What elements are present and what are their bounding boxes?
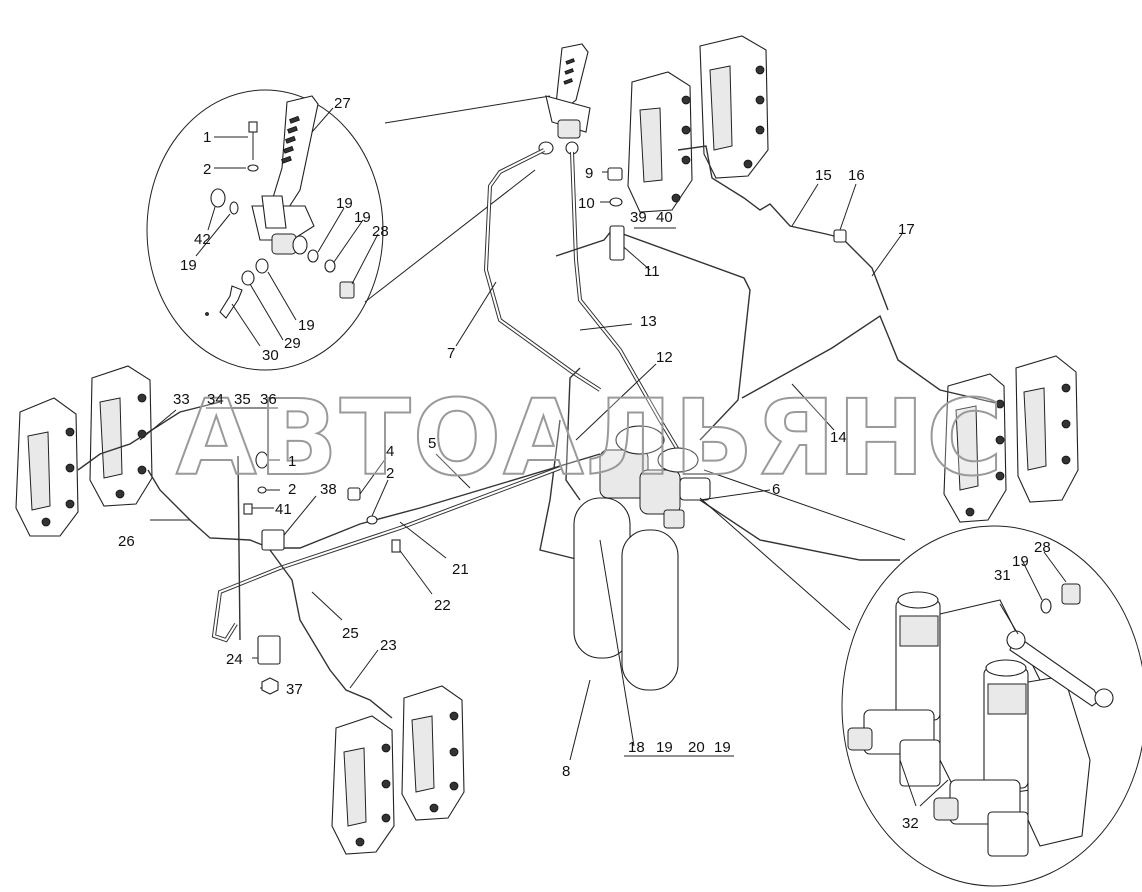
callout-label: 14 xyxy=(830,429,847,446)
callout-label: 31 xyxy=(994,567,1011,584)
caliper-front-right xyxy=(627,35,769,213)
callout-label: 36 xyxy=(260,391,277,408)
callout-label: 9 xyxy=(585,165,593,182)
callout-labels: 1 2 27 42 19 19 19 28 19 29 30 7 9 10 39… xyxy=(118,95,1051,832)
callout-label: 2 xyxy=(288,481,296,498)
callout-label: 34 xyxy=(207,391,224,408)
detail-circle-cylinders xyxy=(699,469,1142,887)
brake-pedal xyxy=(538,43,591,155)
leaders-main xyxy=(139,171,1067,807)
callout-label: 41 xyxy=(275,501,292,518)
callout-label: 19 xyxy=(354,209,371,226)
callout-label: 22 xyxy=(434,597,451,614)
callout-label: 11 xyxy=(644,263,660,280)
callout-label: 37 xyxy=(286,681,303,698)
callout-label: 28 xyxy=(1034,539,1051,556)
callout-label: 25 xyxy=(342,625,359,642)
caliper-rear-right xyxy=(943,355,1079,523)
callout-label: 7 xyxy=(447,345,455,362)
callout-label: 1 xyxy=(203,129,211,146)
callout-label: 38 xyxy=(320,481,337,498)
callout-label: 33 xyxy=(173,391,190,408)
callout-label: 12 xyxy=(656,349,673,366)
callout-label: 2 xyxy=(386,465,394,482)
callout-label: 29 xyxy=(284,335,301,352)
callout-label: 30 xyxy=(262,347,279,364)
callout-label: 28 xyxy=(372,223,389,240)
callout-label: 5 xyxy=(428,435,436,452)
callout-label: 26 xyxy=(118,533,135,550)
callout-label: 21 xyxy=(452,561,469,578)
callout-label: 19 xyxy=(336,195,353,212)
callout-label: 19 xyxy=(1012,553,1029,570)
detail-circle-pedal xyxy=(146,89,551,371)
caliper-front-left xyxy=(15,365,153,537)
callout-label: 18 xyxy=(628,739,645,756)
callout-label: 4 xyxy=(386,443,394,460)
leaders-top-left xyxy=(195,107,379,347)
callout-label: 40 xyxy=(656,209,673,226)
pedal-assembly-detail xyxy=(205,95,355,319)
callout-label: 20 xyxy=(688,739,705,756)
callout-label: 32 xyxy=(902,815,919,832)
callout-label: 17 xyxy=(898,221,915,238)
callout-label: 24 xyxy=(226,651,243,668)
caliper-rear-left xyxy=(331,685,465,855)
master-cylinders xyxy=(573,425,711,691)
callout-label: 39 xyxy=(630,209,647,226)
callout-label: 35 xyxy=(234,391,251,408)
callout-label: 6 xyxy=(772,481,780,498)
callout-label: 2 xyxy=(203,161,211,178)
callout-label: 15 xyxy=(815,167,832,184)
callout-label: 19 xyxy=(714,739,731,756)
callout-label: 19 xyxy=(656,739,673,756)
callout-label: 1 xyxy=(288,453,296,470)
callout-label: 10 xyxy=(578,195,595,212)
callout-label: 19 xyxy=(180,257,197,274)
cylinders-detail xyxy=(847,583,1114,857)
brake-lines xyxy=(77,145,1001,719)
callout-label: 13 xyxy=(640,313,657,330)
callout-label: 27 xyxy=(334,95,351,112)
callout-label: 8 xyxy=(562,763,570,780)
callout-label: 16 xyxy=(848,167,865,184)
callout-label: 23 xyxy=(380,637,397,654)
callout-label: 19 xyxy=(298,317,315,334)
small-parts xyxy=(243,167,847,695)
callout-label: 42 xyxy=(194,231,211,248)
watermark: АВТОАЛЬЯНС xyxy=(176,377,1005,499)
